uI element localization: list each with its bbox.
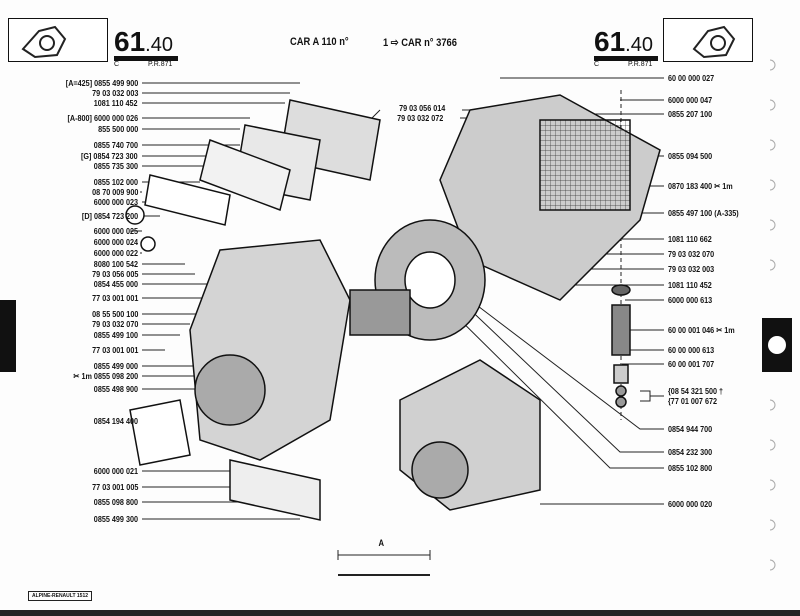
part-label: [D] 0854 723 200 xyxy=(81,211,138,221)
part-label: 0855 102 800 xyxy=(668,463,713,473)
code-left: C xyxy=(114,61,120,68)
part-label: 0855 499 100 xyxy=(93,330,138,340)
part-label: 1081 110 452 xyxy=(94,98,138,108)
heater-sketch-icon xyxy=(21,25,67,59)
part-label: 6000 000 023 xyxy=(93,197,138,207)
part-label: ✂ 1m 0855 098 200 xyxy=(73,371,138,381)
parts-sketch xyxy=(125,94,661,521)
section-bar-left xyxy=(114,56,178,61)
part-label: {77 01 007 672 xyxy=(668,396,718,406)
part-label: 0855 499 300 xyxy=(93,514,138,524)
part-label: 0870 183 400 ✂ 1m xyxy=(668,181,733,191)
part-label: 0855 735 300 xyxy=(93,161,138,171)
part-label: 0855 094 500 xyxy=(668,151,713,161)
pr-left: P.R.871 xyxy=(148,61,173,68)
part-label: 6000 000 025 xyxy=(93,226,138,236)
tab-hole xyxy=(768,336,786,354)
part-label: [A=425] 0855 499 900 xyxy=(65,78,138,88)
part-label: 6000 000 020 xyxy=(668,499,713,509)
footer-stamp: ALPINE-RENAULT 1512 xyxy=(28,591,93,601)
part-label: 79 03 032 070 xyxy=(668,249,715,259)
part-label: 0855 207 100 xyxy=(668,109,713,119)
dimension-line xyxy=(337,550,431,576)
part-label: {08 54 321 500 † xyxy=(668,386,724,396)
part-label: 60 00 001 707 xyxy=(668,359,715,369)
part-label: 79 03 032 003 xyxy=(668,264,715,274)
part-label: 79 03 032 072 xyxy=(397,113,444,123)
part-label: 0855 098 800 xyxy=(93,497,138,507)
part-label: 79 03 056 005 xyxy=(91,269,138,279)
part-label: 0855 102 000 xyxy=(93,177,138,187)
part-label: [G] 0854 723 300 xyxy=(81,151,138,161)
code-right: C xyxy=(594,61,600,68)
part-label: 77 03 001 001 xyxy=(91,293,138,303)
part-label: 1081 110 662 xyxy=(668,234,712,244)
section-tab-left xyxy=(0,300,16,372)
part-label: 8080 100 542 xyxy=(93,259,138,269)
heater-thumbnail-logo-left xyxy=(8,18,108,62)
part-label: 0854 232 300 xyxy=(668,447,713,457)
part-label: 0855 497 100 (A-335) xyxy=(668,208,739,218)
part-label: 0854 944 700 xyxy=(668,424,713,434)
part-label: [A-800] 6000 000 026 xyxy=(67,113,138,123)
dimension-label: A xyxy=(378,538,385,548)
heater-sketch-icon xyxy=(692,25,736,59)
model-title: CAR A 110 n° xyxy=(290,36,349,48)
binder-holes xyxy=(769,59,776,571)
part-label: 79 03 032 070 xyxy=(91,319,138,329)
part-label: 6000 000 047 xyxy=(668,95,713,105)
part-label: 77 03 001 005 xyxy=(91,482,138,492)
part-label: 60 00 000 613 xyxy=(668,345,715,355)
part-label: 0855 499 000 xyxy=(93,361,138,371)
part-label: 6000 000 021 xyxy=(93,466,138,476)
part-label: 60 00 001 046 ✂ 1m xyxy=(668,325,735,335)
section-number-left: 61.40 xyxy=(114,26,173,57)
part-label: 855 500 000 xyxy=(97,124,138,134)
serial-range: 1 ⇨ CAR n° 3766 xyxy=(383,37,457,49)
part-label: 0854 455 000 xyxy=(93,279,138,289)
part-label: 79 03 056 014 xyxy=(399,103,446,113)
part-label: 1081 110 452 xyxy=(668,280,712,290)
pr-right: P.R.871 xyxy=(628,61,653,68)
part-label: 08 55 500 100 xyxy=(91,309,138,319)
part-label: 6000 000 024 xyxy=(93,237,138,247)
section-bar-right xyxy=(594,56,658,61)
heater-thumbnail-logo-right xyxy=(663,18,753,62)
section-number-right: 61.40 xyxy=(594,26,653,57)
part-label: 60 00 000 027 xyxy=(668,73,715,83)
part-label: 79 03 032 003 xyxy=(91,88,138,98)
part-label: 77 03 001 001 xyxy=(91,345,138,355)
part-label: 6000 000 613 xyxy=(668,295,713,305)
part-label: 0854 194 400 xyxy=(93,416,138,426)
part-label: 08 70 009 900 xyxy=(91,187,138,197)
part-label: 0855 498 900 xyxy=(93,384,138,394)
part-label: 6000 000 022 xyxy=(93,248,138,258)
part-label: 0855 740 700 xyxy=(93,140,138,150)
